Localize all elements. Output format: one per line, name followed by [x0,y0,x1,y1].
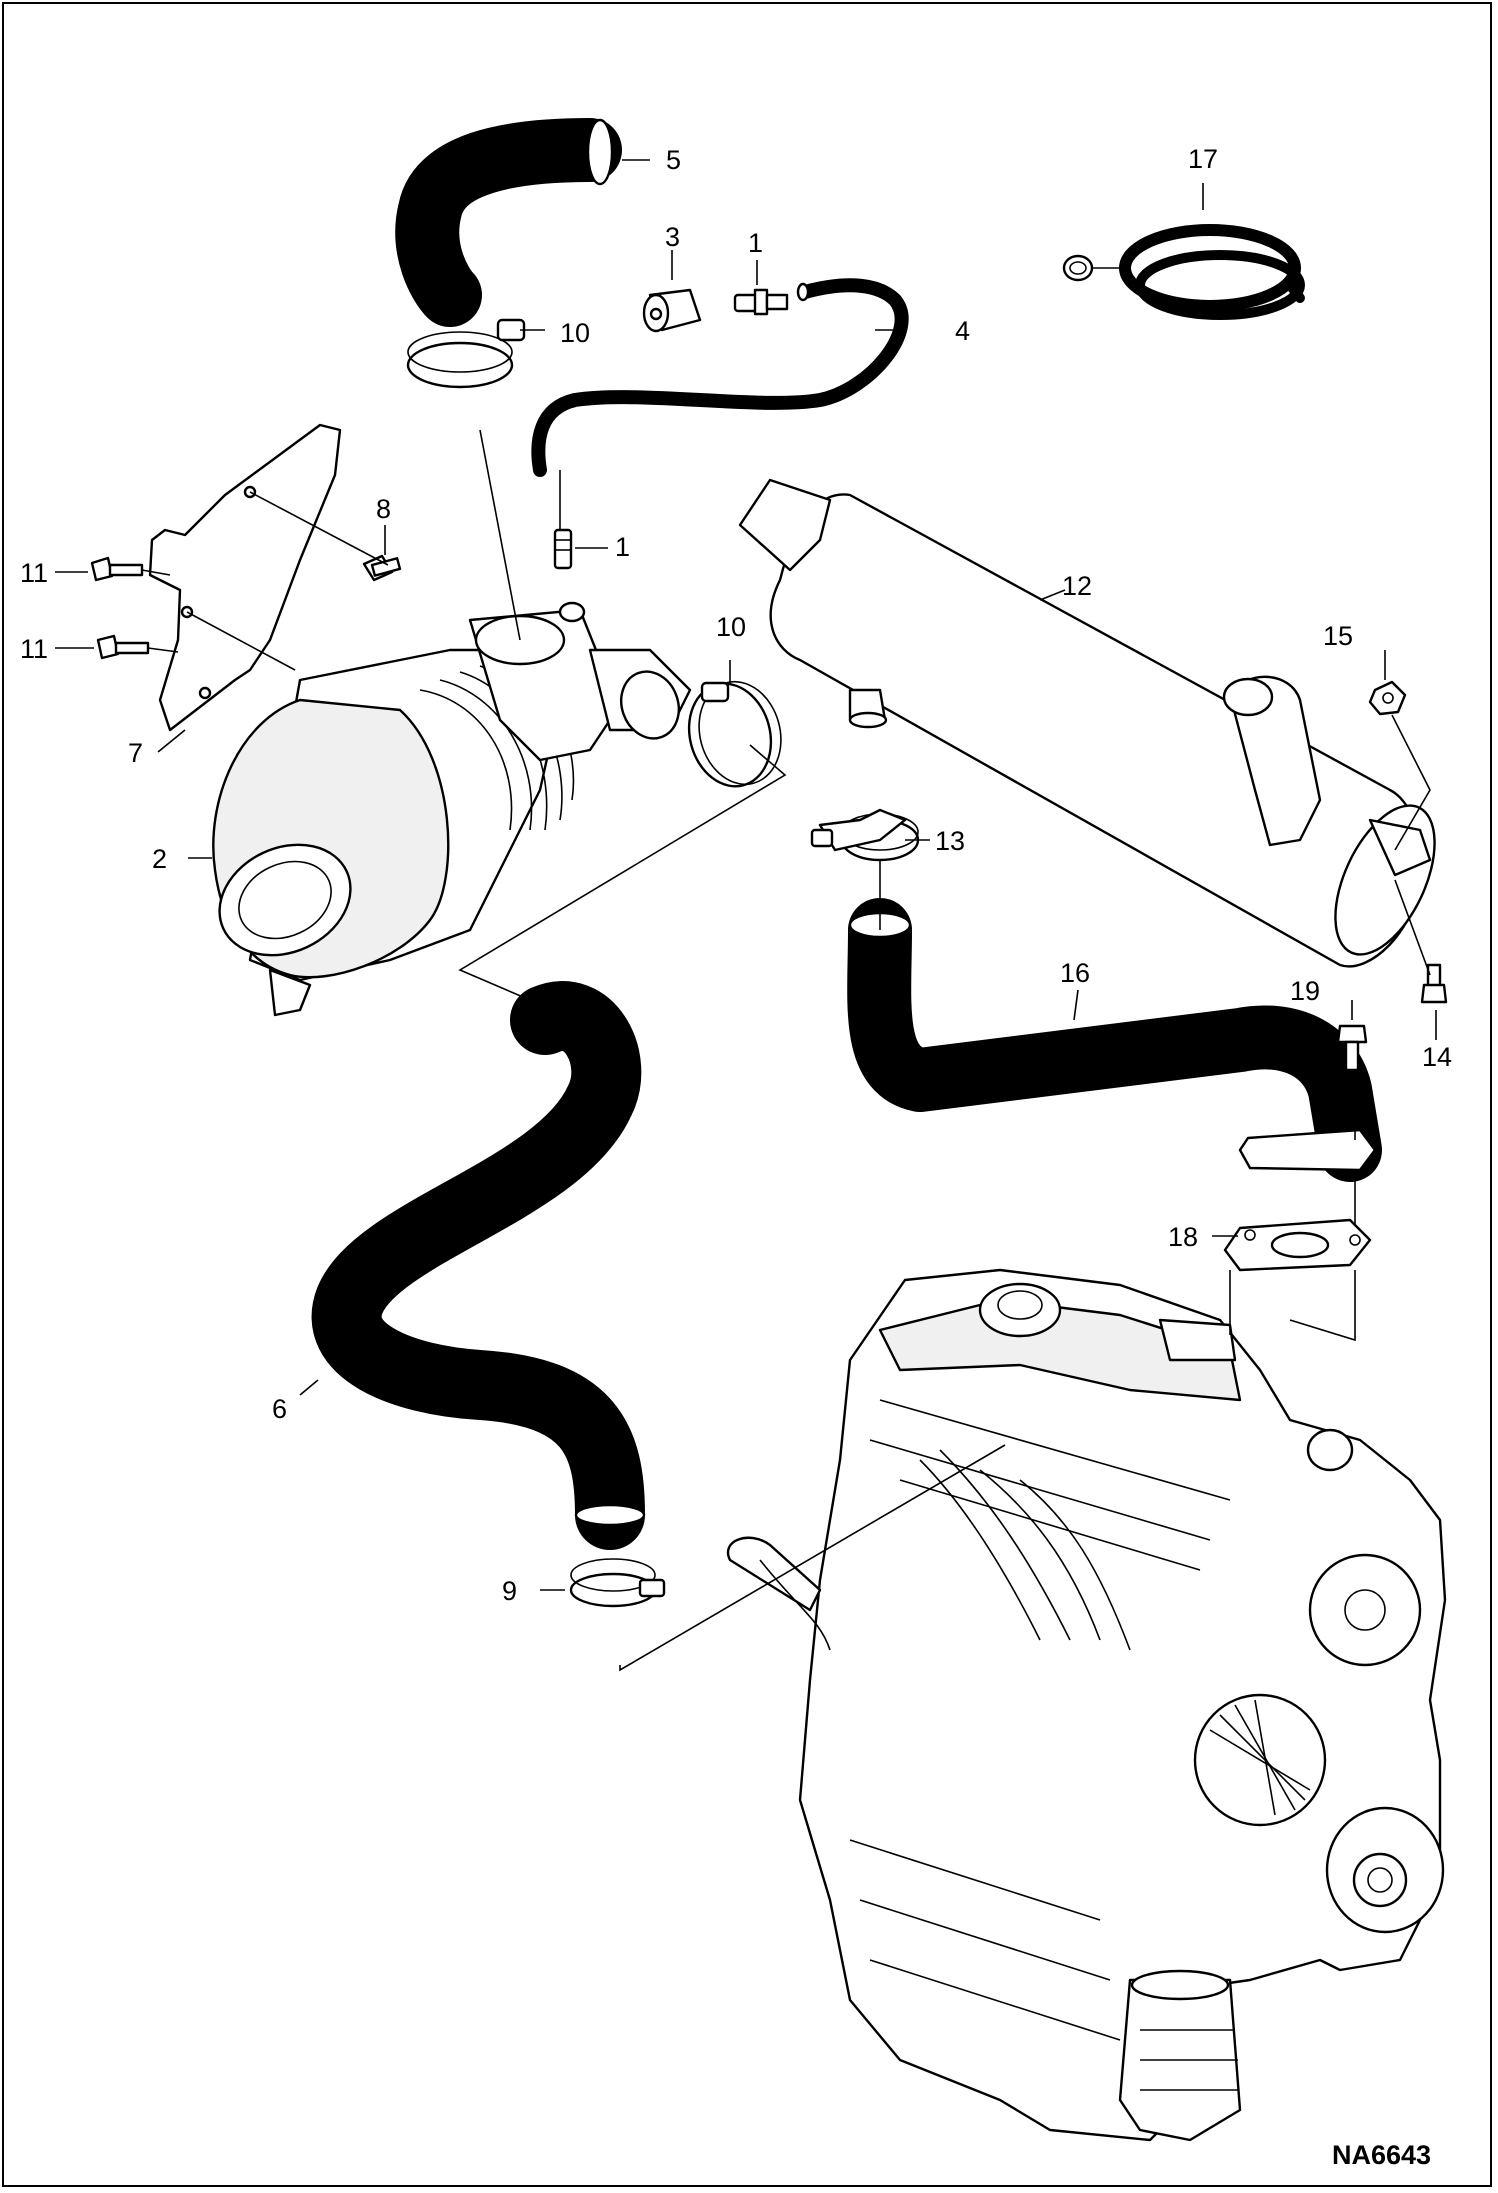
callout-leaders [55,159,1437,1591]
callout-14: 14 [1422,1042,1452,1072]
callout-16: 17 [1188,144,1218,174]
part-11-bolt-upper [90,556,144,582]
callout-3: 2 [152,844,167,874]
callout-8: 8 [376,494,391,524]
part-8-bolt [362,554,402,582]
part-17-tailpipe [847,898,1382,1182]
engine-assembly [726,1268,1447,2142]
callout-10-upper: 10 [560,318,590,348]
part-9-hose-clamp [569,1558,666,1608]
callout-11-lower: 11 [20,634,48,664]
part-11-bolt-lower [96,634,150,660]
part-5-elbow-hose [395,118,622,327]
callout-11-upper: 11 [20,558,48,588]
callout-1-lower: 1 [615,532,630,562]
callout-18: 18 [1168,1222,1198,1252]
callout-4: 4 [955,316,970,346]
part-3-air-cleaner [212,601,692,1017]
callout-7: 7 [128,738,143,768]
part-13-clamp [810,808,920,862]
callout-19: 19 [1290,976,1320,1006]
fuel-lines [919,1449,1131,1651]
callout-6: 6 [272,1394,287,1424]
callout-9: 9 [502,1576,517,1606]
callout-12: 12 [1062,571,1092,601]
callout-2: 3 [665,222,680,252]
callout-13: 13 [935,826,965,856]
part-2-cap [642,288,702,333]
flex-corrugations [954,1009,1241,1106]
callout-15: 15 [1323,621,1353,651]
part-15-nut [1368,680,1407,716]
part-12-muffler [738,478,1436,968]
callout-10-lower: 10 [716,612,746,642]
part-10-hose-clamp-lower [687,680,782,788]
part-19-bolt [1336,1024,1368,1072]
callout-1-upper: 1 [748,228,763,258]
callout-17: 16 [1060,958,1090,988]
part-1-fitting-upper [733,288,789,316]
part-18-gasket [1223,1218,1372,1272]
part-4-tube [531,278,909,477]
part-16-seal-tape [1062,224,1305,320]
part-14-bolt [1420,963,1448,1004]
drawing-code: NA6643 [1332,2140,1431,2170]
part-10-hose-clamp-upper [406,318,526,389]
part-6-intake-hose [311,981,646,1550]
alignment-lines [141,429,1431,1672]
part-1-fitting-lower [553,528,573,570]
callout-5: 5 [666,145,681,175]
callout-labels: 5 3 1 17 4 10 8 1 11 12 10 15 11 7 13 2 … [20,144,1452,1606]
